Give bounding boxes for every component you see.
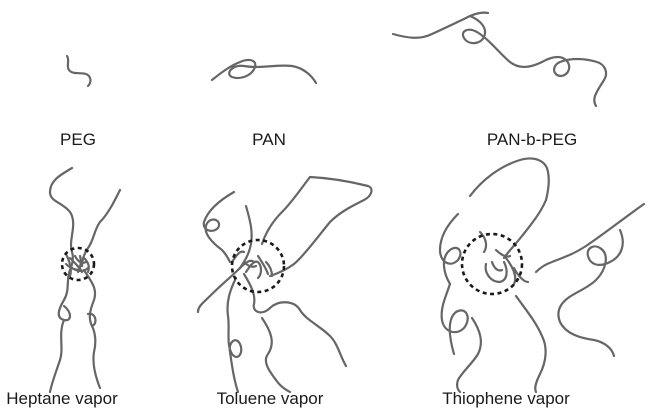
toluene-vapor-label: Toluene vapor xyxy=(217,390,324,407)
peg-chain xyxy=(67,56,90,86)
toluene-aggregate xyxy=(198,177,371,392)
pan-b-peg-chain xyxy=(393,13,606,106)
aggregate-dashed-circle xyxy=(232,240,284,292)
peg-label: PEG xyxy=(60,131,96,148)
thiophene-aggregate xyxy=(440,159,644,393)
heptane-aggregate xyxy=(50,168,120,392)
pan-b-peg-label: PAN-b-PEG xyxy=(487,131,577,148)
pan-label: PAN xyxy=(252,131,286,148)
heptane-vapor-label: Heptane vapor xyxy=(6,390,118,407)
pan-chain xyxy=(212,60,316,83)
thiophene-vapor-label: Thiophene vapor xyxy=(442,390,570,407)
